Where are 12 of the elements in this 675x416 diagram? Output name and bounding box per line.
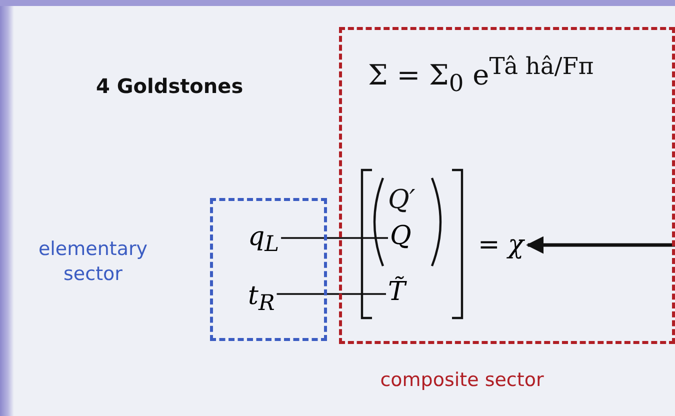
connector bbox=[281, 237, 388, 239]
annotation: 4 Goldstones bbox=[96, 74, 244, 98]
math-symbol: = χ bbox=[476, 232, 526, 258]
sector-label: elementary sector bbox=[37, 237, 149, 286]
math-symbol: Q′ bbox=[388, 185, 416, 215]
sector-label: composite sector bbox=[379, 368, 545, 393]
math-symbol: q$_{L}$ bbox=[246, 224, 282, 256]
math-symbol: Q bbox=[388, 223, 414, 249]
connector bbox=[526, 236, 675, 254]
math-symbol: t$_{R}$ bbox=[246, 283, 277, 315]
connector bbox=[276, 293, 386, 295]
formula: Σ = Σ$_{0}$ e$^{Tâ hâ/Fπ}$ bbox=[368, 52, 594, 97]
